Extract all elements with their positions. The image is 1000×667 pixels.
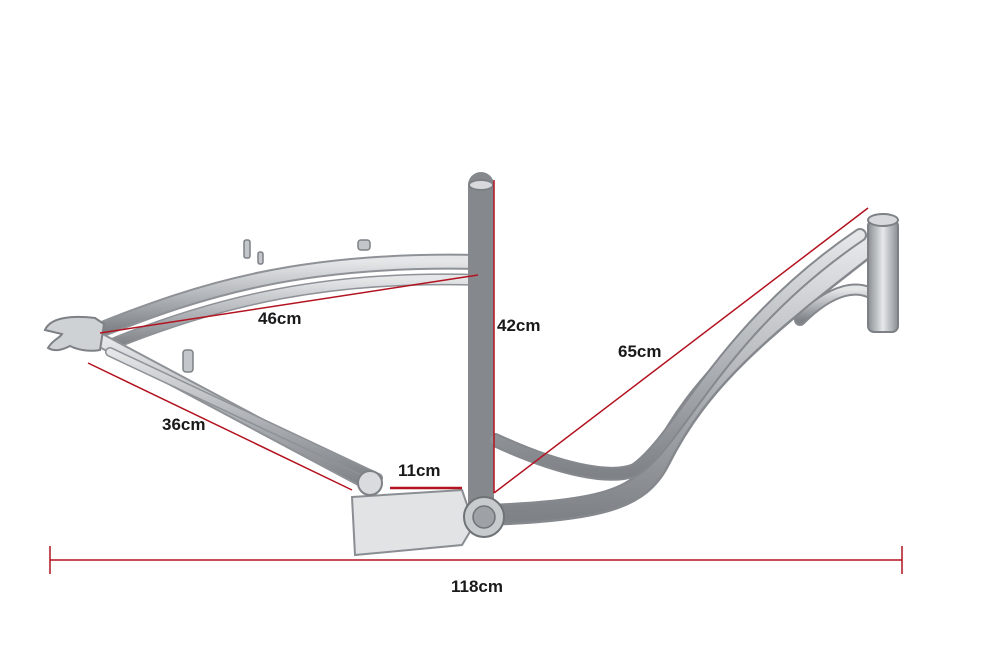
engine-mount-plate — [350, 470, 476, 557]
measurement-lines — [49, 180, 903, 574]
rear-dropout — [43, 315, 106, 352]
aluminum-frame — [92, 172, 886, 526]
seat-tube-label: 42cm — [497, 316, 541, 335]
seat-tube-top — [468, 179, 494, 191]
engine-mount-label: 11cm — [398, 461, 441, 480]
down-tube-measure-line — [493, 207, 869, 494]
bottom-bracket — [463, 496, 505, 538]
overall-length-label: 118cm — [451, 577, 503, 596]
head-tube — [867, 213, 899, 333]
down-tube-label: 65cm — [618, 342, 662, 361]
top-tube-measure-line — [99, 274, 479, 334]
chain-stay-label: 36cm — [162, 415, 206, 434]
chain-stay-measure-line — [87, 362, 353, 491]
top-tube-label: 46cm — [258, 309, 302, 328]
mount-tabs — [182, 239, 371, 373]
